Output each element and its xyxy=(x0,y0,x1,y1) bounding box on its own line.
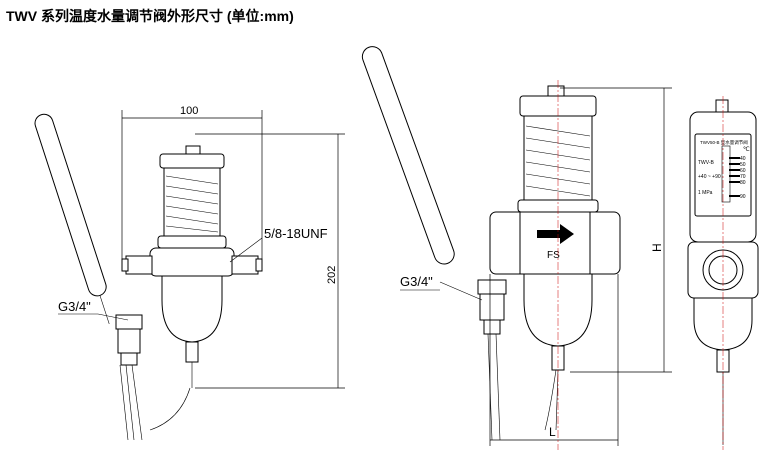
scale-value: 40 xyxy=(740,156,746,162)
connection-label: 5/8-18UNF xyxy=(264,226,328,241)
side-view: TWV50-B 型水量调节阀 TWV-B ℃ +40 ~ +90 1 MPa 4… xyxy=(687,96,759,450)
scale-value: 70 xyxy=(740,174,746,180)
front-view: G3/4" FS H L xyxy=(361,46,672,450)
bulb-nut xyxy=(115,314,143,441)
scale-value: 50 xyxy=(740,162,746,168)
left-view: 100 202 5/8-18UNF G3/4" xyxy=(34,105,345,441)
flow-label: FS xyxy=(547,250,560,261)
bulb-thread-label: G3/4" xyxy=(58,299,91,314)
plate-unit: ℃ xyxy=(743,147,750,153)
bulb-thread-label: G3/4" xyxy=(400,274,433,289)
scale-value: 60 xyxy=(740,168,746,174)
plate-model: TWV-B xyxy=(698,160,714,166)
plate-range: +40 ~ +90 xyxy=(698,174,721,180)
temperature-scale: 40 50 60 70 80 90 xyxy=(729,156,746,200)
length-dimension: L xyxy=(549,425,556,439)
height-dimension: H xyxy=(650,243,664,252)
plate-pressure: 1 MPa xyxy=(698,190,713,196)
sensor-bulb xyxy=(34,113,110,325)
scale-value: 90 xyxy=(740,194,746,200)
bulb-nut xyxy=(477,279,507,441)
scale-value: 80 xyxy=(740,180,746,186)
page-title: TWV 系列温度水量调节阀外形尺寸 (单位:mm) xyxy=(6,8,294,24)
flow-arrow-icon xyxy=(537,224,574,244)
width-dimension: 100 xyxy=(180,105,198,117)
plate-title: TWV50-B 型水量调节阀 xyxy=(700,139,748,146)
height-dimension: 202 xyxy=(326,266,338,284)
sensor-bulb xyxy=(361,46,455,265)
